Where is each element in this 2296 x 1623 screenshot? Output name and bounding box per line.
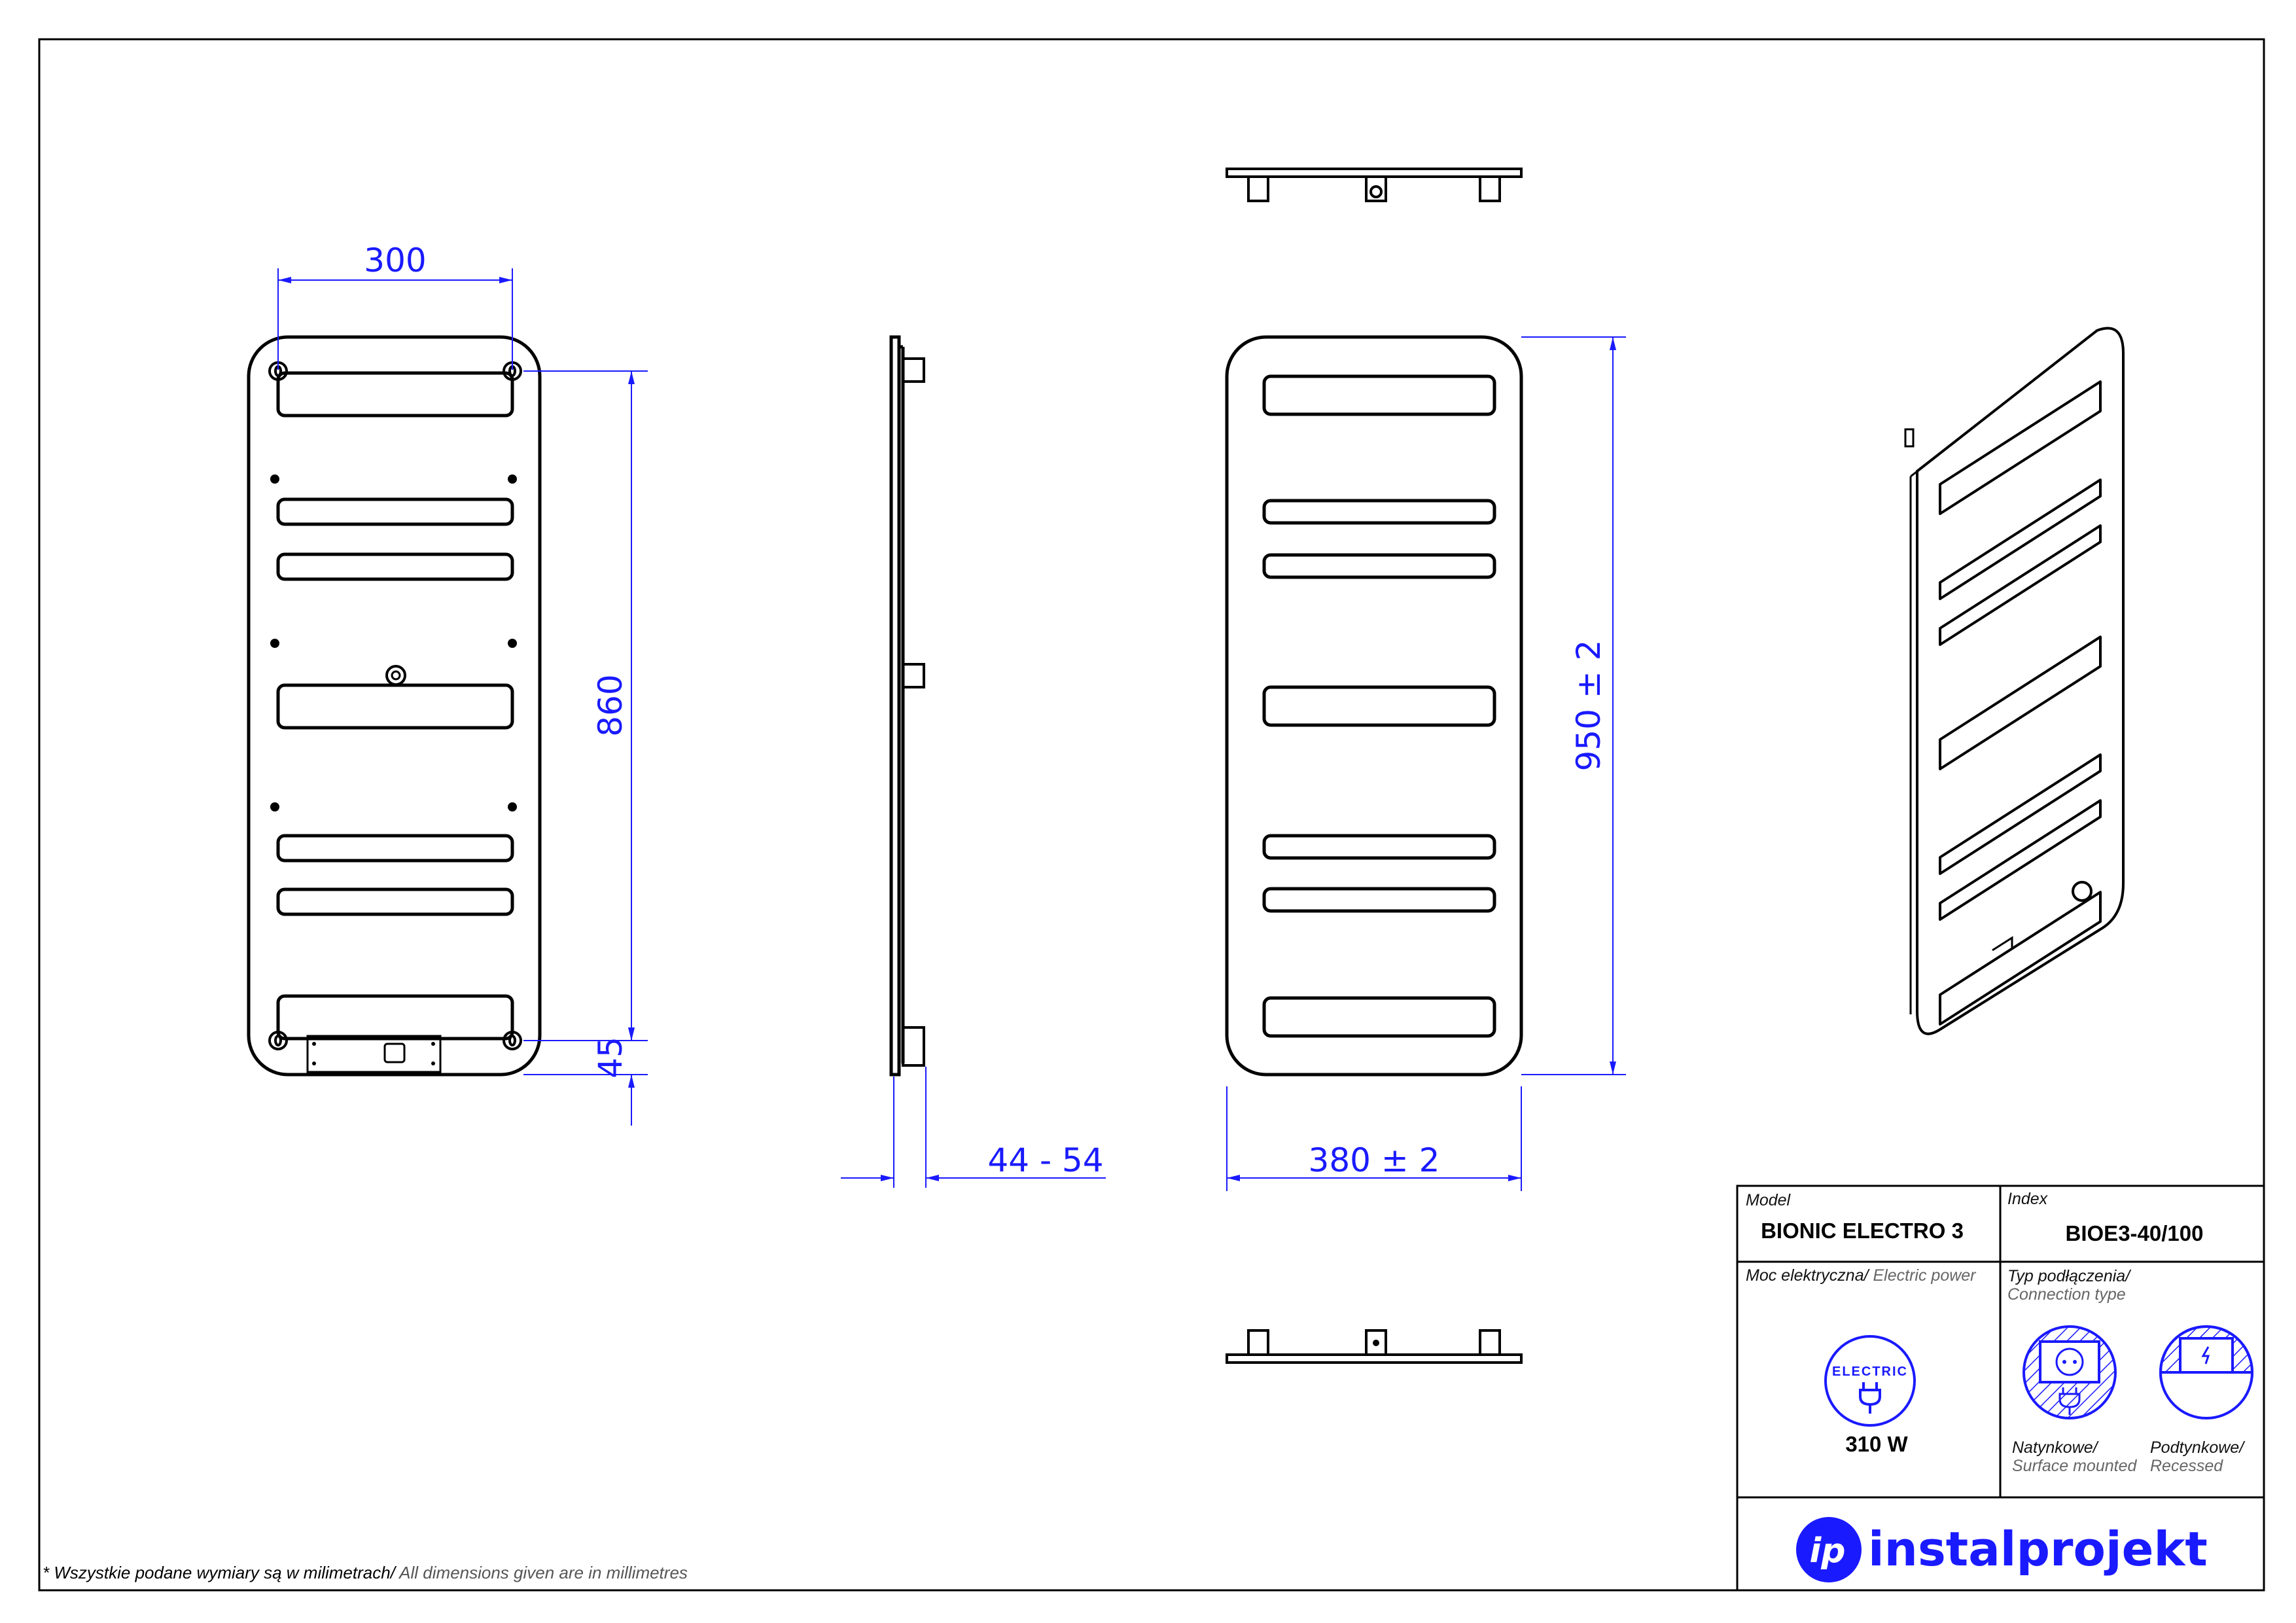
slot bbox=[1262, 996, 1496, 1038]
slot bbox=[276, 887, 514, 916]
mounting-hole-slot bbox=[274, 1035, 282, 1046]
dim-height-total: 950 ± 2 bbox=[1570, 640, 1608, 772]
slot bbox=[276, 683, 514, 730]
front-view-mounting bbox=[247, 335, 542, 1077]
model-value: BIONIC ELECTRO 3 bbox=[1761, 1219, 1964, 1243]
slot bbox=[276, 552, 514, 581]
recessed-label-en: Recessed bbox=[2150, 1457, 2223, 1475]
instalprojekt-logo: ip instalprojekt bbox=[1796, 1517, 2208, 1582]
slot bbox=[1939, 891, 2102, 1026]
index-label: Index bbox=[2007, 1190, 2049, 1208]
power-label: Moc elektryczna/ Electric power bbox=[1746, 1266, 1977, 1285]
slot bbox=[276, 834, 514, 863]
dim-bottom-offset: 45 bbox=[592, 1037, 629, 1079]
slot bbox=[1939, 380, 2102, 515]
side-view bbox=[889, 335, 925, 1077]
electric-plug-icon: ELECTRIC bbox=[1824, 1335, 1916, 1427]
front-view-dimensions bbox=[277, 268, 648, 1126]
logo-mark-text: ip bbox=[1809, 1531, 1845, 1571]
isometric-slots bbox=[1939, 380, 2102, 1026]
dim-width-holes: 300 bbox=[364, 241, 426, 279]
recessed-label: Podtynkowe/ bbox=[2150, 1438, 2246, 1457]
surface-mounted-label-en: Surface mounted bbox=[2012, 1457, 2137, 1475]
slot bbox=[1939, 635, 2102, 770]
slot bbox=[1939, 799, 2102, 921]
slot bbox=[1262, 887, 1496, 913]
front-outer-slots bbox=[1262, 374, 1496, 1038]
brand-name: instalprojekt bbox=[1868, 1522, 2208, 1577]
mounting-hole bbox=[268, 1031, 288, 1050]
slot bbox=[1262, 374, 1496, 416]
top-view bbox=[1226, 168, 1523, 202]
mounting-hole bbox=[503, 1031, 522, 1050]
front-view-mounting-holes bbox=[268, 361, 522, 1050]
surface-mounted-label: Natynkowe/ bbox=[2012, 1438, 2100, 1457]
slot bbox=[1939, 524, 2102, 646]
power-value: 310 W bbox=[1845, 1432, 1908, 1456]
dim-width-total: 380 ± 2 bbox=[1309, 1141, 1440, 1179]
connection-label: Typ podłączenia/ bbox=[2007, 1267, 2132, 1285]
sheet-border bbox=[38, 38, 2265, 1592]
slot bbox=[1939, 753, 2102, 875]
slot bbox=[276, 497, 514, 526]
title-block bbox=[1736, 1185, 2265, 1592]
surface-mounted-icon bbox=[2022, 1325, 2117, 1419]
electric-icon-label: ELECTRIC bbox=[1832, 1364, 1908, 1379]
front-view-outer bbox=[1225, 335, 1523, 1077]
side-view-dimensions bbox=[841, 1067, 1106, 1188]
isometric-view bbox=[1904, 327, 2125, 1035]
slot bbox=[1262, 553, 1496, 579]
slot bbox=[1262, 499, 1496, 525]
footnote: * Wszystkie podane wymiary są w milimetr… bbox=[43, 1563, 688, 1582]
bottom-view bbox=[1226, 1329, 1523, 1364]
slot bbox=[276, 994, 514, 1041]
slot bbox=[276, 371, 514, 418]
front-view-slots bbox=[276, 371, 514, 1041]
index-value: BIOE3-40/100 bbox=[2066, 1221, 2204, 1245]
mounting-hole-slot bbox=[508, 1035, 516, 1046]
front-outer-dimensions bbox=[1226, 336, 1626, 1191]
dim-depth: 44 - 54 bbox=[987, 1141, 1103, 1179]
slot bbox=[1262, 834, 1496, 860]
dim-height-holes: 860 bbox=[592, 674, 629, 736]
slot bbox=[1262, 685, 1496, 727]
model-label: Model bbox=[1746, 1191, 1792, 1209]
slot bbox=[1939, 478, 2102, 600]
connection-label-en: Connection type bbox=[2007, 1285, 2126, 1304]
recessed-icon bbox=[2159, 1325, 2253, 1419]
